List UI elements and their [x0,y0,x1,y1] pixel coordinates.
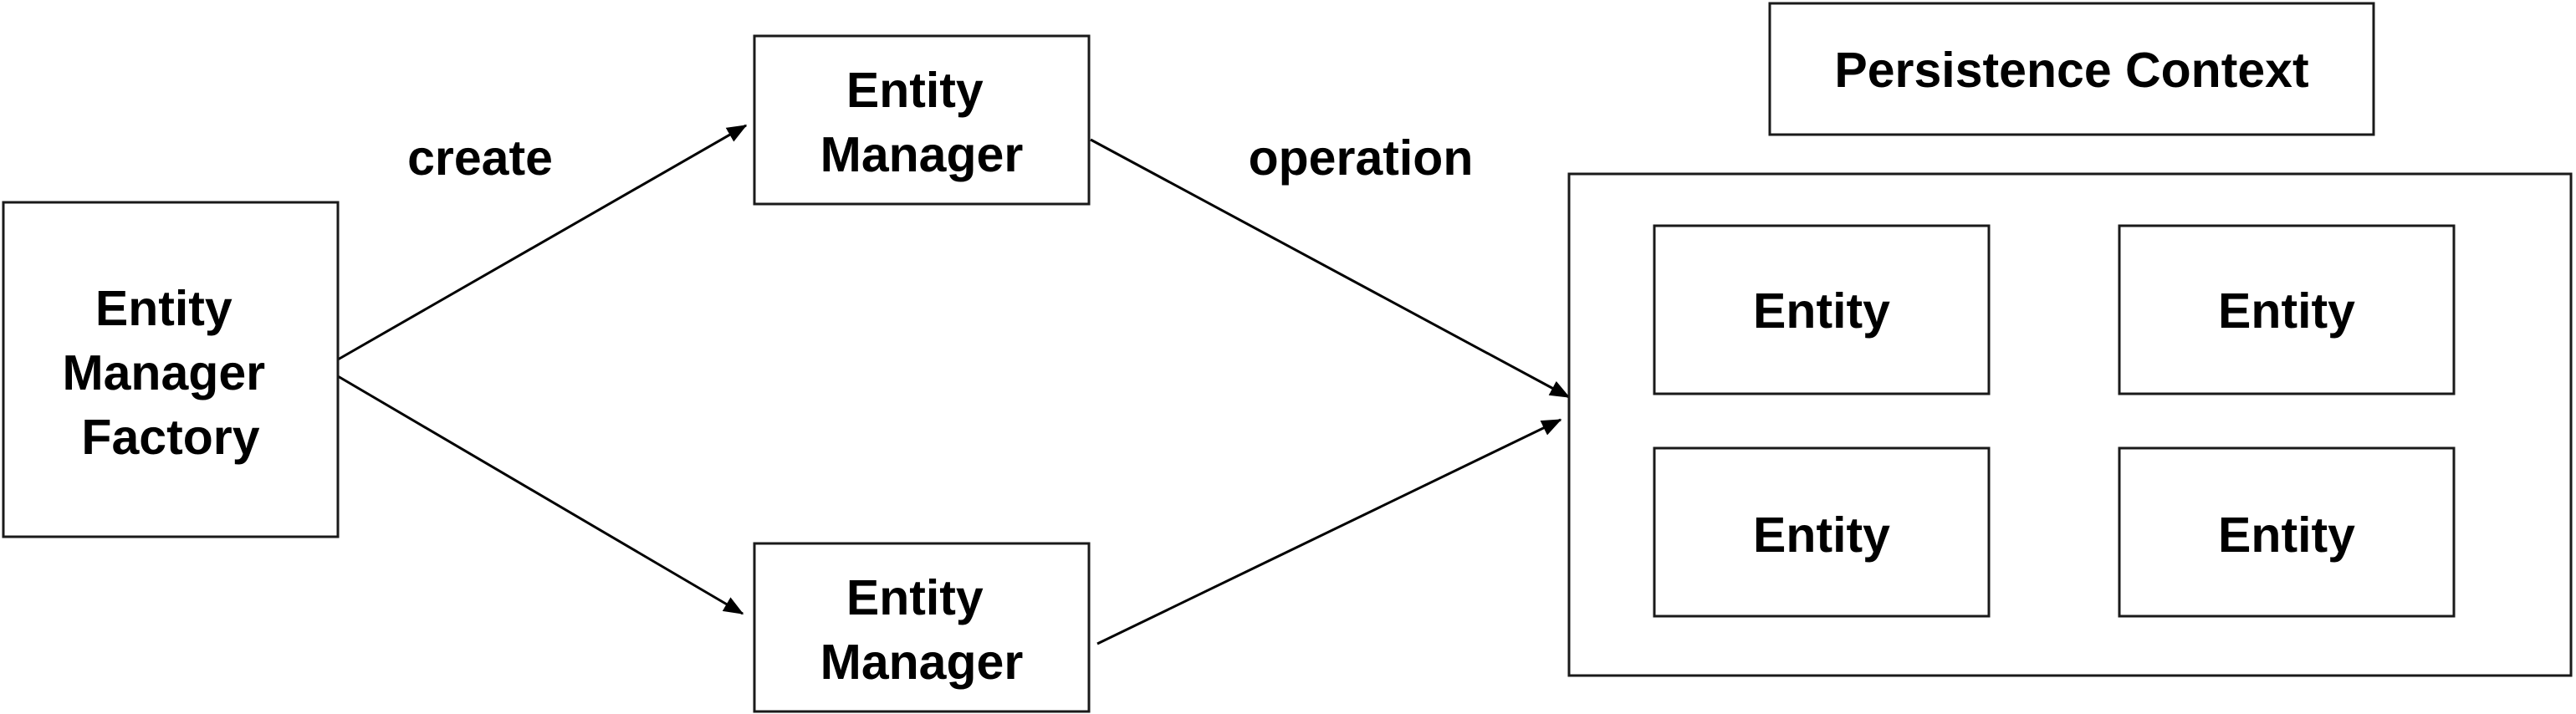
manager-bottom-label-line-2: Manager [820,635,1024,690]
entity-manager-bottom-label: Entity Manager [820,570,1024,690]
entity-box-1 [1653,224,1991,395]
entity-manager-top-box [753,34,1091,206]
entity-manager-factory-box [2,201,340,538]
factory-label-line-2: Manager [62,345,265,400]
entity-box-3 [1653,446,1991,618]
entity-box-4 [2118,446,2456,618]
entity-manager-bottom-box [753,542,1091,713]
edge-label-create: create [407,130,553,186]
entity-label-4: Entity [2218,507,2355,563]
edge-label-operation: operation [1249,130,1474,186]
entity-box-2 [2118,224,2456,395]
manager-bottom-label-line-1: Entity [846,570,984,625]
edge-manager-bottom-to-context [1096,418,1562,645]
entity-manager-top-label: Entity Manager [820,63,1024,182]
persistence-context-title-box [1768,2,2375,136]
edge-factory-to-manager-top [337,124,748,361]
entity-label-3: Entity [1753,507,1890,563]
manager-top-label-line-2: Manager [820,127,1024,182]
edge-manager-top-to-context [1090,138,1571,399]
factory-label-line-3: Factory [81,410,259,465]
edge-factory-to-manager-bottom [337,375,744,615]
factory-label-line-1: Entity [95,281,233,336]
entity-manager-factory-label: Entity Manager Factory [62,281,279,465]
entity-label-1: Entity [1753,283,1890,339]
manager-top-label-line-1: Entity [846,63,984,118]
entity-label-2: Entity [2218,283,2355,339]
persistence-context-title: Persistence Context [1834,43,2308,98]
